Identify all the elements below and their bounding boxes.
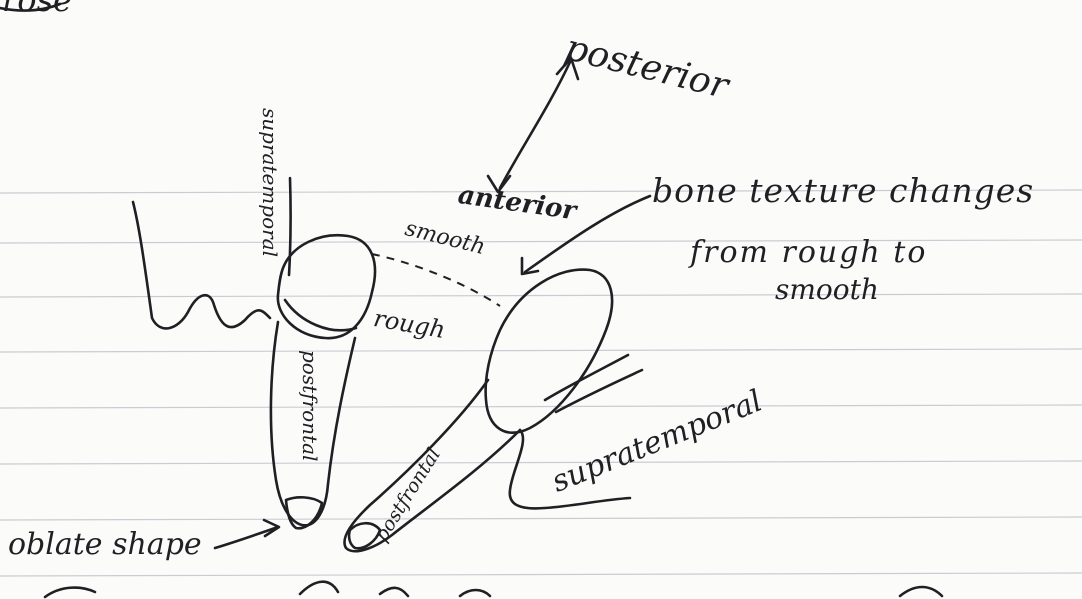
postfrontal-tip-left	[286, 497, 322, 528]
dashed-connector	[372, 254, 500, 306]
skull-outline-left	[133, 202, 270, 328]
quadrate-line	[545, 355, 628, 400]
supratemporal-leader-line	[289, 178, 291, 275]
oblate-shape-label: oblate shape	[8, 530, 202, 560]
bone-texture-label-line3: smooth	[775, 276, 879, 304]
supratemporal-bone-left	[278, 235, 375, 338]
bottom-scribble	[45, 582, 942, 597]
top-left-fragment-label: rose	[2, 0, 72, 16]
oblate-shape-leader	[215, 527, 278, 548]
bone-contact-curve-left	[285, 300, 356, 330]
postfrontal-left-label: postfrontal	[300, 350, 320, 461]
supratemporal-vertical-label: supratemporal	[260, 108, 280, 257]
bone-texture-label-line2: from rough to	[690, 238, 927, 268]
orientation-arrow	[500, 62, 570, 188]
bone-texture-label-line1: bone texture changes	[652, 174, 1034, 207]
